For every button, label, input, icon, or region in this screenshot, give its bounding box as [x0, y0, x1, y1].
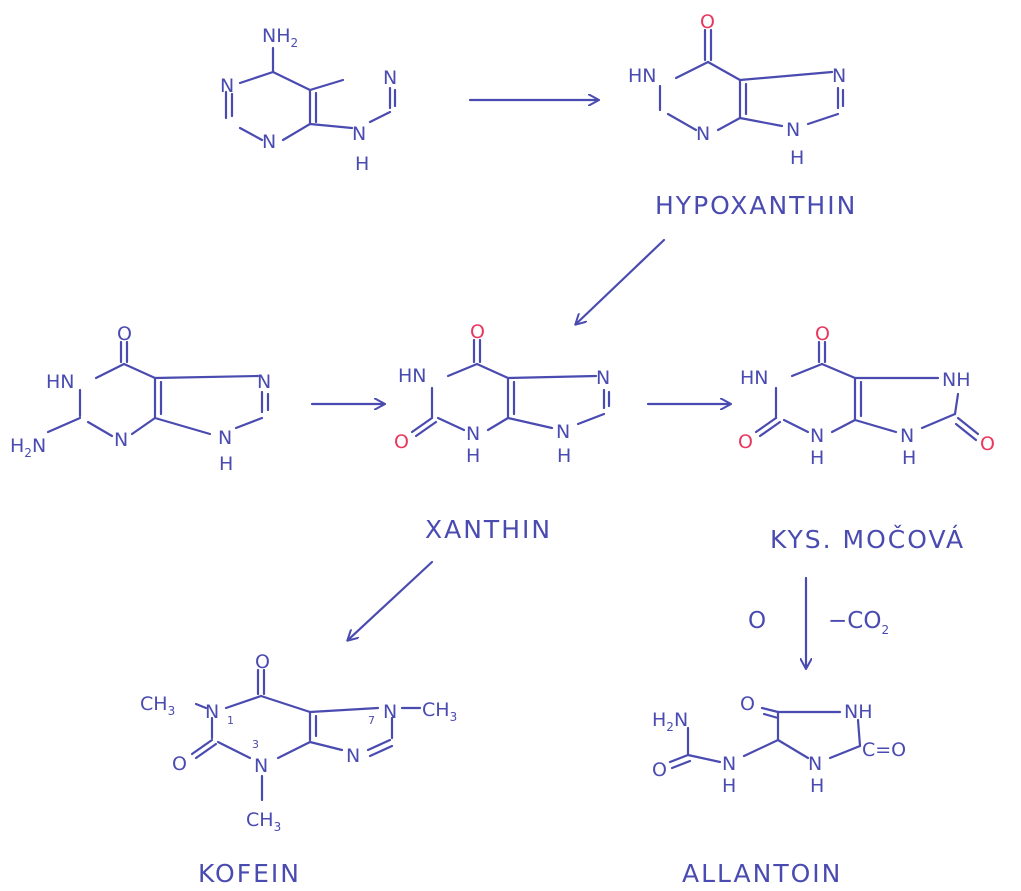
allantoin-o-ring: O	[740, 693, 755, 715]
adenine: NH2 N N N N H	[220, 25, 397, 175]
uric-acid-o2: O	[738, 431, 753, 453]
adenine-n7: N	[383, 67, 397, 89]
caffeine: O CH3 N 1 O 3 N CH3 N 7 N CH3 KOFEIN	[140, 651, 457, 888]
caffeine-ch3-n3: CH3	[246, 809, 281, 834]
hypoxanthine-o: O	[700, 11, 715, 33]
uric-acid-n3: N	[810, 425, 824, 447]
xanthine-bonds	[410, 338, 611, 438]
uric-acid-n9: N	[900, 425, 914, 447]
caffeine-n3: N	[254, 755, 268, 777]
guanine-n9: N	[218, 427, 232, 449]
allantoin-n-amide: N	[722, 753, 736, 775]
guanine-n3: N	[114, 429, 128, 451]
arrow-hypoxanthine-to-xanthine	[576, 238, 666, 324]
allantoin-caption: ALLANTOIN	[682, 859, 842, 888]
adenine-n1: N	[220, 75, 234, 97]
hypoxanthine-hn: HN	[628, 65, 657, 87]
allantoin-n-ring: N	[808, 753, 822, 775]
hypoxanthine-n7: N	[832, 65, 846, 87]
adenine-nh2: NH2	[262, 25, 298, 50]
uric-acid-caption: KYS. MOČOVÁ	[770, 524, 965, 554]
uric-acid-nh7: NH	[942, 369, 971, 391]
adenine-n3: N	[262, 131, 276, 153]
caffeine-pos7: 7	[368, 714, 375, 727]
xanthine: O HN O N H N N H XANTHIN	[394, 321, 610, 544]
caffeine-bonds	[190, 668, 422, 802]
adenine-n9: N	[352, 123, 366, 145]
caffeine-pos1: 1	[227, 714, 234, 727]
uric-acid-h3: H	[810, 447, 824, 469]
allantoin: H2N O N H O NH N H C=O ALLANTOIN	[652, 693, 906, 888]
xanthine-n3: N	[466, 423, 480, 445]
xanthine-n9: N	[556, 421, 570, 443]
hypoxanthine-caption: HYPOXANTHIN	[655, 191, 857, 220]
oxygen-label: O	[748, 608, 766, 634]
allantoin-nh: NH	[844, 701, 873, 723]
allantoin-bonds	[668, 706, 862, 770]
allantoin-o-urea: O	[652, 759, 667, 781]
hypoxanthine-n9: N	[786, 119, 800, 141]
guanine: O HN H2N N N N H	[10, 323, 271, 475]
xanthine-o2: O	[394, 431, 409, 453]
uric-acid-hn1: HN	[740, 367, 769, 389]
hypoxanthine-bonds	[658, 28, 845, 132]
allantoin-h2n: H2N	[652, 709, 688, 734]
hypoxanthine-n3: N	[696, 123, 710, 145]
xanthine-n7: N	[596, 367, 610, 389]
caffeine-pos3: 3	[252, 738, 259, 751]
xanthine-hn: HN	[398, 365, 427, 387]
hypoxanthine: O HN N N N H HYPOXANTHIN	[628, 11, 857, 220]
guanine-bonds	[46, 340, 270, 438]
xanthine-o6: O	[470, 321, 485, 343]
caffeine-n9: N	[346, 745, 360, 767]
guanine-hn: HN	[46, 371, 75, 393]
uric-acid-o6: O	[815, 323, 830, 345]
caffeine-o6: O	[255, 651, 270, 673]
guanine-h2n: H2N	[10, 435, 46, 460]
uric-acid-arrow-labels: O −CO2	[748, 608, 889, 637]
decarboxylation-label: −CO2	[828, 608, 889, 637]
arrow-xanthine-to-caffeine	[348, 560, 434, 640]
uric-acid-bonds	[754, 340, 980, 442]
allantoin-c-eq-o: C=O	[862, 739, 906, 761]
uric-acid: O HN O N H NH N H O KYS. MOČOVÁ	[738, 323, 995, 554]
uric-acid-o8: O	[980, 433, 995, 455]
allantoin-h-amide: H	[722, 775, 736, 797]
caffeine-n1: N	[205, 701, 219, 723]
guanine-n7: N	[257, 371, 271, 393]
adenine-h9: H	[355, 153, 369, 175]
xanthine-h9: H	[557, 445, 571, 467]
uric-acid-h9: H	[902, 447, 916, 469]
caffeine-ch3-n1: CH3	[140, 693, 175, 718]
guanine-h9: H	[219, 453, 233, 475]
caffeine-caption: KOFEIN	[198, 859, 301, 888]
guanine-o: O	[117, 323, 132, 345]
allantoin-h-ring: H	[810, 775, 824, 797]
xanthine-h3: H	[466, 445, 480, 467]
caffeine-n7: N	[383, 701, 397, 723]
adenine-bonds	[224, 46, 397, 142]
xanthine-caption: XANTHIN	[425, 515, 552, 544]
caffeine-o2: O	[172, 753, 187, 775]
hypoxanthine-h9: H	[790, 147, 804, 169]
caffeine-ch3-n7: CH3	[422, 699, 457, 724]
reaction-arrows	[310, 100, 806, 668]
